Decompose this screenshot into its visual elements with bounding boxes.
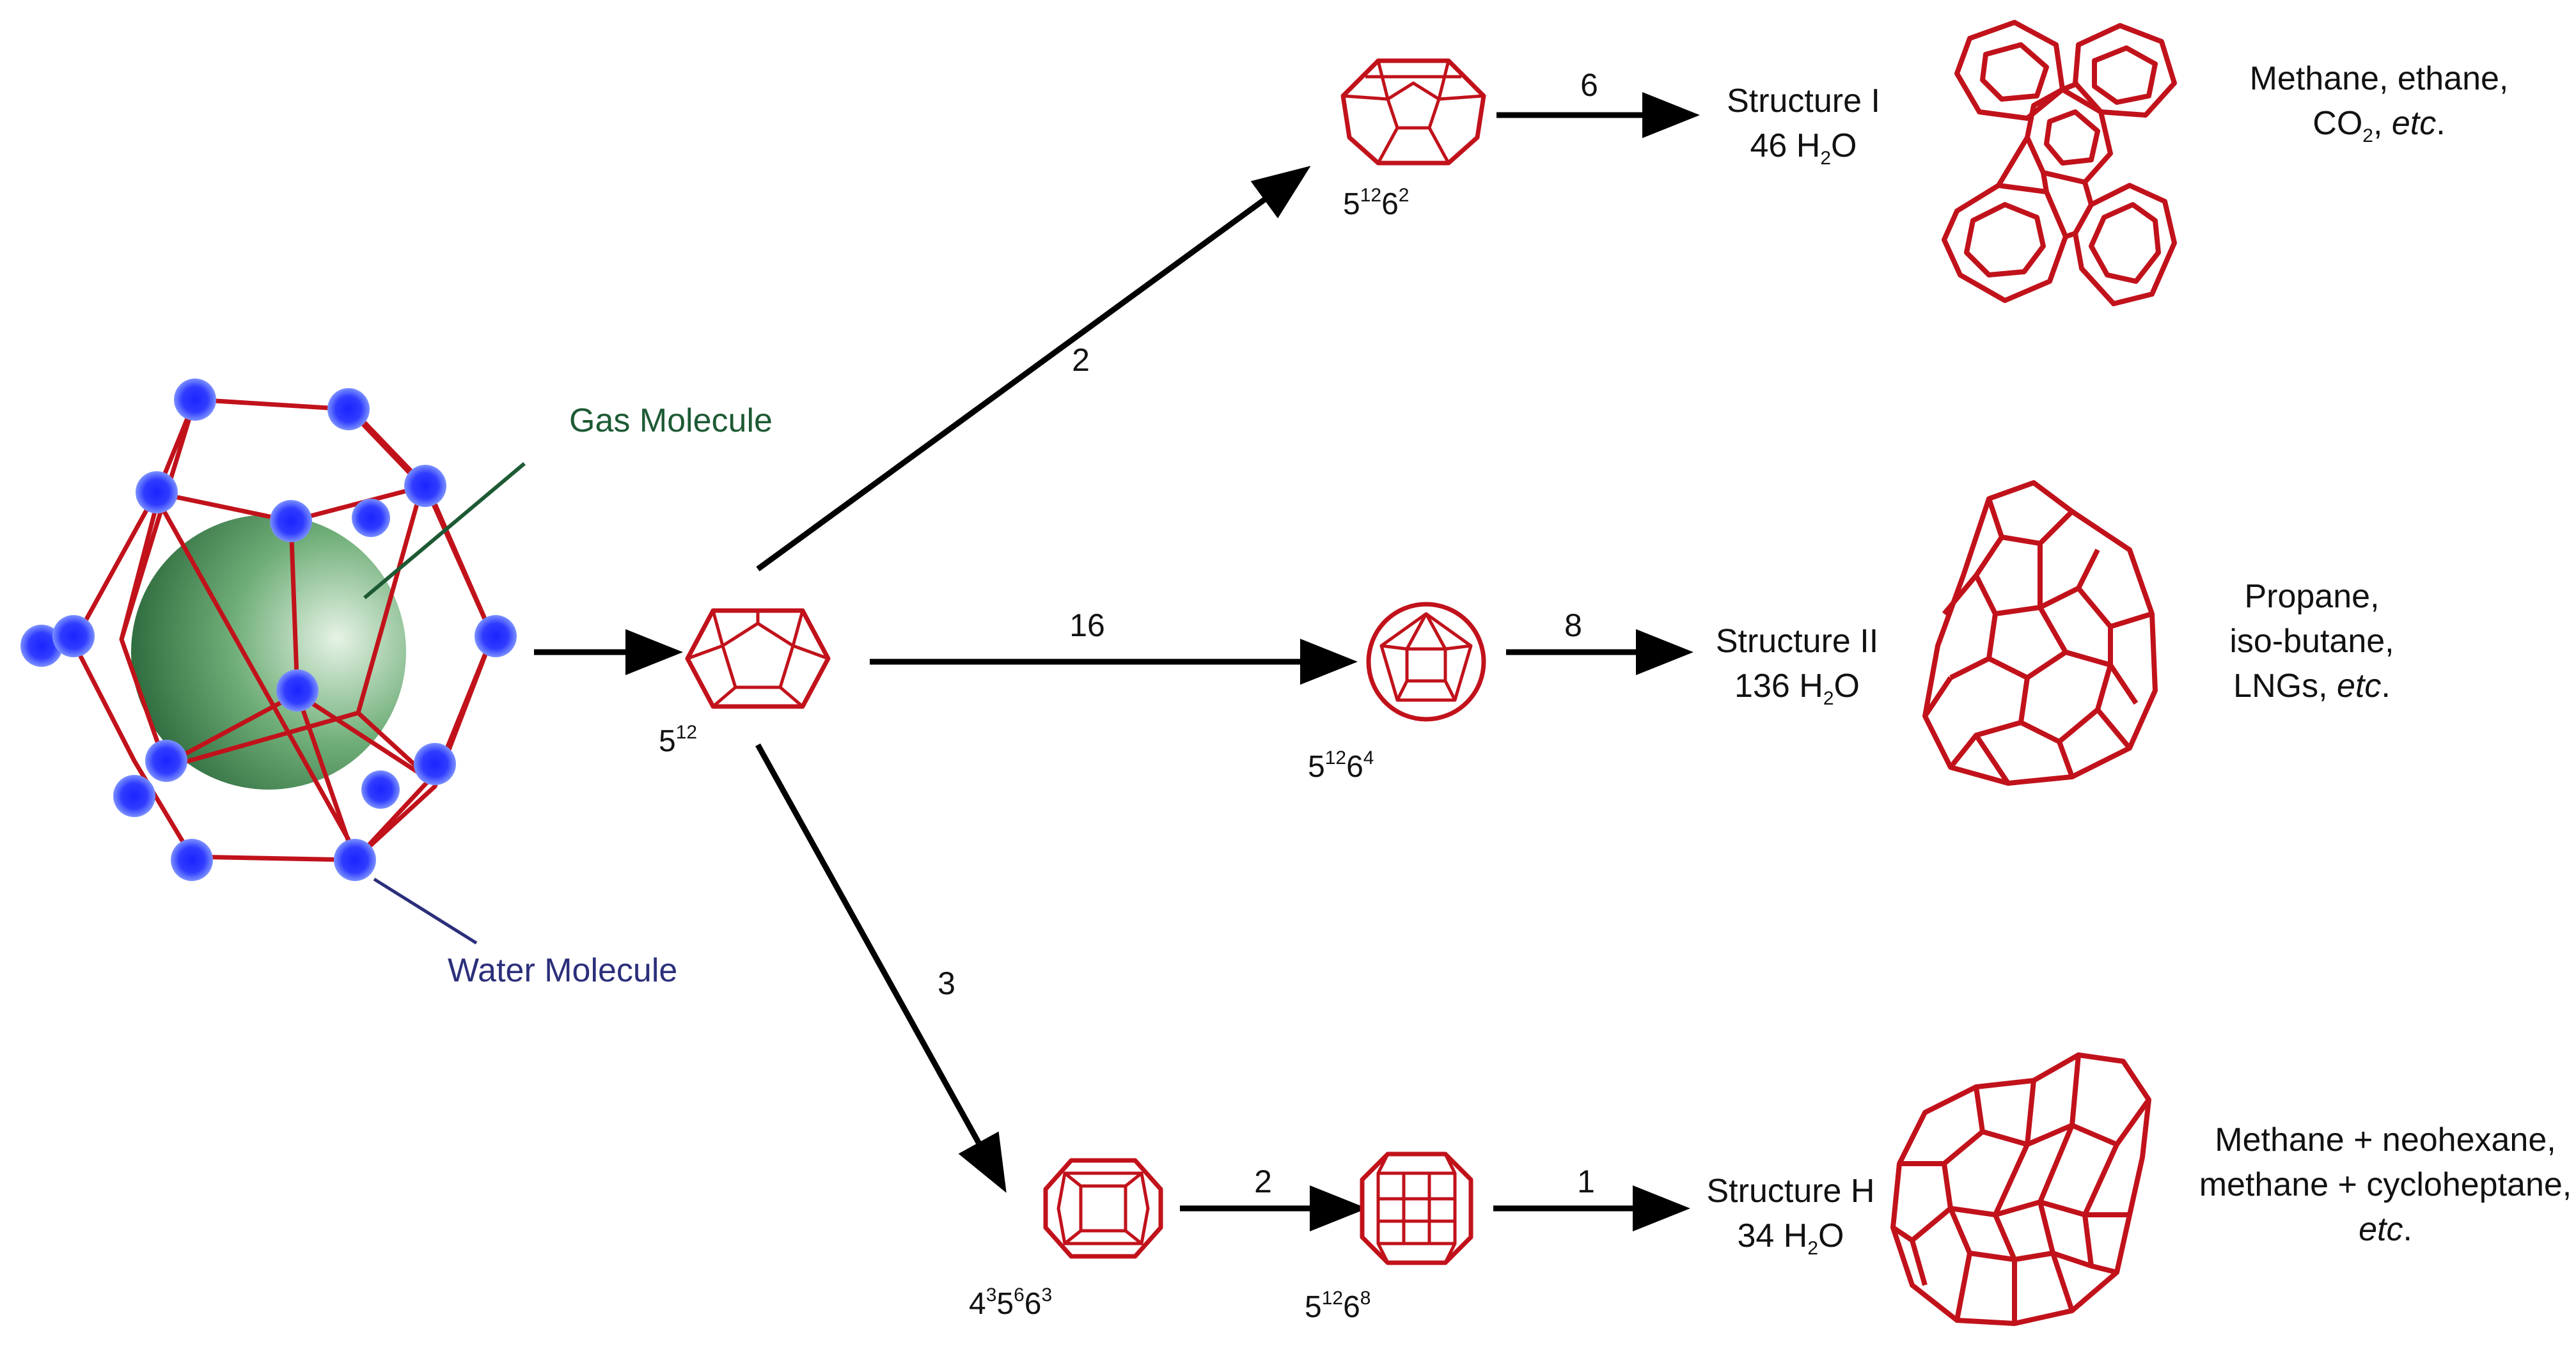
water-molecule [270,500,312,542]
count-sI: 6 [1580,67,1598,103]
cage-51264 [1366,602,1486,722]
arrow-512-to-51262 [756,166,1311,572]
cage-51268 [1360,1151,1473,1265]
structure-II-name: Structure II [1716,623,1878,660]
structure-I-guests-line2: CO2, etc. [2313,105,2445,146]
structure-H-lattice [1890,1052,2151,1326]
structure-II-guests-line2: iso-butane, [2229,623,2394,660]
cage-51264-label: 51264 [1308,747,1374,784]
water-molecule [327,388,370,430]
structure-II-lattice [1922,480,2158,786]
cage-435663 [1043,1158,1163,1259]
structure-II-label: Structure II 136 H2O [1716,623,1878,709]
structure-II-guests-line1: Propane, [2244,578,2379,615]
arrows: 2 16 3 6 8 2 1 [534,67,1700,1231]
water-molecule [361,770,400,809]
water-molecule [174,379,216,421]
water-molecule [276,669,318,712]
structure-I-water: 46 H2O [1750,127,1857,169]
structure-H-name: Structure H [1707,1173,1875,1210]
count-to-51262: 2 [1072,342,1090,378]
water-molecule [334,839,376,881]
water-molecule [145,740,187,782]
water-molecule [475,615,517,657]
water-molecules [20,379,517,881]
structure-II-guests-line3: LNGs, etc. [2233,667,2391,705]
water-molecule [52,615,95,657]
structure-I-name: Structure I [1727,82,1880,120]
water-molecule [404,465,446,507]
count-to-435663: 3 [938,965,955,1001]
structure-H-guests-line3: etc. [2359,1211,2412,1248]
water-molecule-label: Water Molecule [448,952,677,989]
count-sII: 8 [1564,607,1582,643]
structure-H-water: 34 H2O [1738,1217,1844,1259]
water-molecule [414,743,456,785]
arrow-512-to-435663 [755,743,1007,1193]
cage-512 [685,608,831,709]
water-molecule-pointer [373,877,478,945]
structure-H-guests: Methane + neohexane, methane + cyclohept… [2199,1121,2572,1248]
cage-51262-label: 51262 [1343,185,1409,221]
structure-I-guests-line1: Methane, ethane, [2250,60,2509,97]
structure-II-water: 136 H2O [1734,667,1860,709]
clathrate-cage-illustration: Gas Molecule Water Molecule [20,379,773,989]
water-molecule [20,625,63,667]
gas-molecule-label: Gas Molecule [569,402,773,439]
count-sH: 1 [1577,1164,1595,1199]
structure-II-guests: Propane, iso-butane, LNGs, etc. [2229,578,2394,705]
count-to-51264: 16 [1069,607,1105,643]
cage-51262 [1340,58,1486,166]
gas-molecule-pointer [363,462,526,600]
structure-I-label: Structure I 46 H2O [1727,82,1880,169]
structure-H-guests-line2: methane + cycloheptane, [2199,1166,2572,1203]
count-435663-to-51268: 2 [1254,1164,1272,1199]
water-molecule [136,471,178,513]
structure-I-lattice [1942,20,2177,306]
cage-51268-label: 51268 [1305,1288,1370,1324]
cage-512-label: 512 [659,722,697,758]
structure-H-guests-line1: Methane + neohexane, [2215,1121,2556,1159]
cage-435663-label: 435663 [969,1284,1052,1321]
water-molecule [171,839,213,881]
water-molecule [113,775,155,817]
structure-H-label: Structure H 34 H2O [1707,1173,1875,1259]
structure-I-guests: Methane, ethane, CO2, etc. [2250,60,2509,146]
water-molecule [352,499,390,537]
